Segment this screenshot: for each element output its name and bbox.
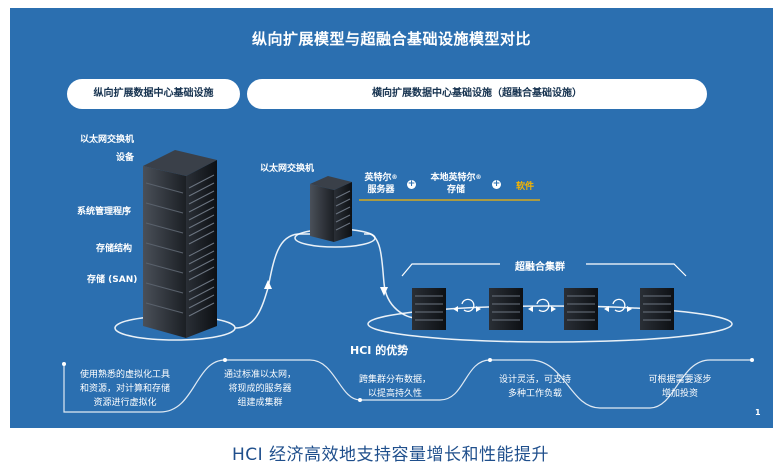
cluster-base-ellipse [367, 305, 733, 343]
server-rack-icon [310, 176, 352, 242]
benefit-1: 使用熟悉的虚拟化工具 和资源，对计算和存储 资源进行虚拟化 [65, 368, 185, 410]
benefit-2-line3: 组建成集群 [237, 398, 283, 408]
sync-icon [453, 298, 481, 313]
label-intel-server-line2: 服务器 [367, 185, 395, 195]
benefit-5-line1: 可根据需要逐步 [648, 375, 712, 385]
label-local-intel-storage: 本地英特尔® 存储 [426, 172, 486, 196]
label-ethernet-switch: 以太网交换机 [80, 135, 135, 145]
label-intel-server-line1: 英特尔 [364, 173, 392, 183]
benefit-1-line1: 使用熟悉的虚拟化工具 [79, 370, 170, 380]
right-section-header: 横向扩展数据中心基础设施（超融合基础设施） [247, 79, 707, 109]
arrow-up-icon [264, 280, 272, 289]
benefit-3-line2: 以提高持久性 [367, 389, 422, 399]
benefit-dot [750, 358, 754, 362]
benefits-wave [63, 359, 752, 413]
label-intel-server: 英特尔® 服务器 [360, 172, 402, 196]
server-rack-icon [143, 150, 217, 338]
label-hypervisor: 系统管理程序 [77, 207, 132, 217]
connector-wave [234, 233, 417, 329]
benefit-2-line1: 通过标准以太网， [223, 370, 296, 380]
benefit-1-line2: 和资源，对计算和存储 [79, 384, 170, 394]
server-rack-icon [564, 288, 598, 330]
arrow-down-icon [380, 287, 388, 296]
label-storage-san: 存储 (SAN) [87, 275, 138, 285]
benefit-5: 可根据需要逐步 增加投资 [630, 373, 730, 401]
benefit-4: 设计灵活，可支持 多种工作负载 [480, 373, 590, 401]
cluster-bracket [586, 263, 687, 277]
registered-mark: ® [391, 174, 398, 181]
benefit-dot [62, 362, 66, 366]
benefit-3-line1: 跨集群分布数据， [358, 375, 431, 385]
label-local-storage-line2: 存储 [446, 185, 465, 195]
benefit-4-line2: 多种工作负载 [507, 389, 562, 399]
server-rack-icon [489, 288, 523, 330]
server-rack-icon [640, 288, 674, 330]
sync-icon [604, 298, 632, 313]
footer-caption: HCI 经济高效地支持容量增长和性能提升 [231, 445, 550, 465]
diagram-graphics [62, 150, 754, 413]
benefit-5-line2: 增加投资 [661, 389, 698, 399]
plus-icon: + [407, 179, 416, 189]
label-software: 软件 [516, 182, 535, 192]
benefit-dot [358, 398, 362, 402]
page-number: 1 [755, 408, 761, 417]
cluster-label: 超融合集群 [515, 262, 565, 273]
benefit-4-line1: 设计灵活，可支持 [498, 375, 571, 385]
server-rack-icon [412, 288, 446, 330]
slide: 纵向扩展模型与超融合基础设施模型对比 纵向扩展数据中心基础设施 横向扩展数据中心… [10, 8, 773, 428]
hci-benefits-title: HCI 的优势 [350, 344, 409, 357]
plus-icon: + [492, 179, 501, 189]
label-device: 设备 [116, 153, 135, 163]
benefit-2: 通过标准以太网， 将现成的服务器 组建成集群 [205, 368, 315, 410]
benefit-2-line2: 将现成的服务器 [228, 384, 292, 394]
benefit-dot [223, 358, 227, 362]
benefit-1-line3: 资源进行虚拟化 [93, 398, 157, 408]
slide-title: 纵向扩展模型与超融合基础设施模型对比 [251, 30, 531, 48]
cluster-bracket [401, 263, 500, 277]
registered-mark: ® [475, 174, 482, 181]
label-right-ethernet-switch: 以太网交换机 [260, 164, 315, 174]
label-storage-fabric: 存储结构 [96, 244, 133, 254]
left-section-header: 纵向扩展数据中心基础设施 [67, 79, 240, 109]
benefit-3: 跨集群分布数据， 以提高持久性 [345, 373, 445, 401]
sync-icon [528, 298, 556, 313]
label-local-storage-line1: 本地英特尔 [430, 173, 476, 183]
benefit-dot [488, 358, 492, 362]
